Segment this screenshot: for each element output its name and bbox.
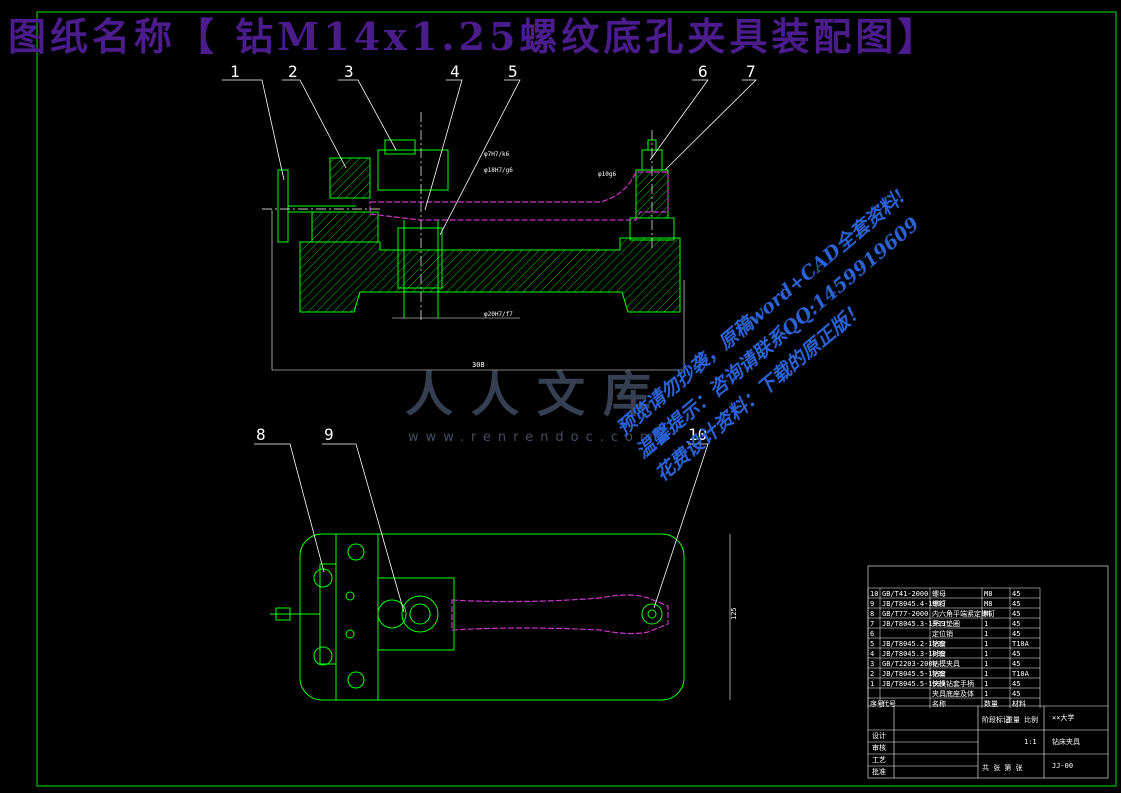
bom-cell: 45 xyxy=(1012,680,1020,688)
bom-header-cell: 代号 xyxy=(882,699,896,708)
tb-school: ××大学 xyxy=(1052,713,1074,722)
callout-6: 6 xyxy=(698,62,708,81)
bom-cell: JB/T8045.3-1999 xyxy=(882,620,945,628)
dim-fit-2: φ18H7/g6 xyxy=(484,167,513,174)
bom-cell: M8 xyxy=(984,600,992,608)
outer-frame xyxy=(36,11,1117,787)
bom-cell: 5 xyxy=(870,640,874,648)
dim-width: 125 xyxy=(730,607,738,620)
bom-cell: 45 xyxy=(1012,650,1020,658)
bom-cell: 螺钉 xyxy=(932,599,946,608)
dim-fit-4: φ10g6 xyxy=(598,171,616,178)
bom-cell: 45 xyxy=(1012,610,1020,618)
bom-cell: 衬套 xyxy=(932,649,946,658)
bom-cell: 7 xyxy=(870,620,874,628)
tb-approve: 批准 xyxy=(872,767,886,776)
callout-9: 9 xyxy=(324,425,334,444)
bom-cell: 4 xyxy=(870,650,874,658)
tb-process: 工艺 xyxy=(872,756,886,764)
bom-cell: 螺母 xyxy=(932,589,946,598)
bom-header-cell: 材料 xyxy=(1012,699,1026,708)
tb-design: 设计 xyxy=(872,731,886,740)
bom-cell: 10 xyxy=(870,590,878,598)
tb-weight-label: 重量 xyxy=(1006,716,1020,724)
tb-drawing-no: JJ-00 xyxy=(1052,762,1073,770)
dim-overall-length: 308 xyxy=(472,361,485,369)
dim-fit-3: φ20H7/f7 xyxy=(484,311,513,318)
bom-cell: 1 xyxy=(984,670,988,678)
bom-cell: 1 xyxy=(984,620,988,628)
callout-leaders-top xyxy=(222,79,757,236)
bom-cell: 内六角平端紧定螺钉 xyxy=(932,609,995,618)
drawing-title: 图纸名称【 钻M14x1.25螺纹底孔夹具装配图】 xyxy=(8,14,940,59)
bom-cell: 1 xyxy=(984,640,988,648)
bom-cell: 6 xyxy=(870,630,874,638)
bom-cell: JB/T8045.3-1999 xyxy=(882,650,945,658)
bom-header-cell: 数量 xyxy=(984,699,998,708)
bom-cell: 钻套 xyxy=(932,639,946,648)
bom-cell: GB/T2203-2000 xyxy=(882,660,937,668)
bom-cell: 1 xyxy=(984,650,988,658)
bom-cell: 1 xyxy=(984,630,988,638)
bom-cell: M6 xyxy=(984,610,992,618)
bom-cell: 45 xyxy=(1012,590,1020,598)
bom-cell: 8 xyxy=(870,610,874,618)
tb-check: 审核 xyxy=(872,743,886,752)
bom-cell: 1 xyxy=(984,660,988,668)
bom-cell: 45 xyxy=(1012,600,1020,608)
bom-cell: T10A xyxy=(1012,670,1030,678)
bom-cell: 1 xyxy=(984,690,988,698)
workpiece-front xyxy=(369,171,669,221)
bom-cell: JB/T8045.5-1999 xyxy=(882,670,945,678)
top-view xyxy=(270,533,731,701)
bom-cell: 1 xyxy=(984,680,988,688)
bom-cell: 夹具底座及体 xyxy=(932,689,974,698)
callout-8: 8 xyxy=(256,425,266,444)
front-view xyxy=(271,139,685,371)
bom-cell: JB/T8045.5-1999 xyxy=(882,680,945,688)
dim-fit-1: φ7H7/k6 xyxy=(484,151,510,158)
watermark-url: www.renrendoc.com xyxy=(408,430,660,445)
callout-leaders-bottom xyxy=(254,443,709,613)
callout-1: 1 xyxy=(230,62,240,81)
tb-drawing-name: 钻床夹具 xyxy=(1052,737,1080,746)
bom-cell: 开口垫圈 xyxy=(932,619,960,628)
bom-cell: JB/T8045.2-1999 xyxy=(882,640,945,648)
callout-10: 10 xyxy=(688,425,707,444)
tb-sheet: 共 张 第 张 xyxy=(982,763,1023,772)
watermark-logo: 人人文库 xyxy=(405,367,670,423)
bom-cell: 定位销 xyxy=(932,629,953,638)
bom-cell: M8 xyxy=(984,590,992,598)
workpiece-top xyxy=(451,594,669,635)
callout-4: 4 xyxy=(450,62,460,81)
bom-cell: 2 xyxy=(870,670,874,678)
bom-cell: 9 xyxy=(870,600,874,608)
callout-2: 2 xyxy=(288,62,298,81)
bom-header-cell: 序号 xyxy=(870,699,884,708)
bom-cell: 45 xyxy=(1012,690,1020,698)
bom-cell: 45 xyxy=(1012,630,1020,638)
tb-scale-label: 比例 xyxy=(1024,715,1038,724)
callout-3: 3 xyxy=(344,62,354,81)
callout-7: 7 xyxy=(746,62,756,81)
bom-cell: 钻套 xyxy=(932,669,946,678)
bom-cell: 3 xyxy=(870,660,874,668)
bom-cell: 45 xyxy=(1012,660,1020,668)
bom-cell: 钻模夹具 xyxy=(932,659,960,668)
bom-cell: GB/T77-2000 xyxy=(882,610,928,618)
bom-cell: 45 xyxy=(1012,620,1020,628)
tb-scale: 1:1 xyxy=(1024,738,1037,746)
bom-cell: GB/T41-2000 xyxy=(882,590,928,598)
bom-header-cell: 名称 xyxy=(932,699,946,708)
tb-stage-label: 阶段标记 xyxy=(982,715,1010,724)
bom-cell: 快换钻套手柄 xyxy=(932,679,974,688)
bom-cell: 1 xyxy=(870,680,874,688)
bom-cell: T10A xyxy=(1012,640,1030,648)
bom-cell: JB/T8045.4-1999 xyxy=(882,600,945,608)
callout-5: 5 xyxy=(508,62,518,81)
